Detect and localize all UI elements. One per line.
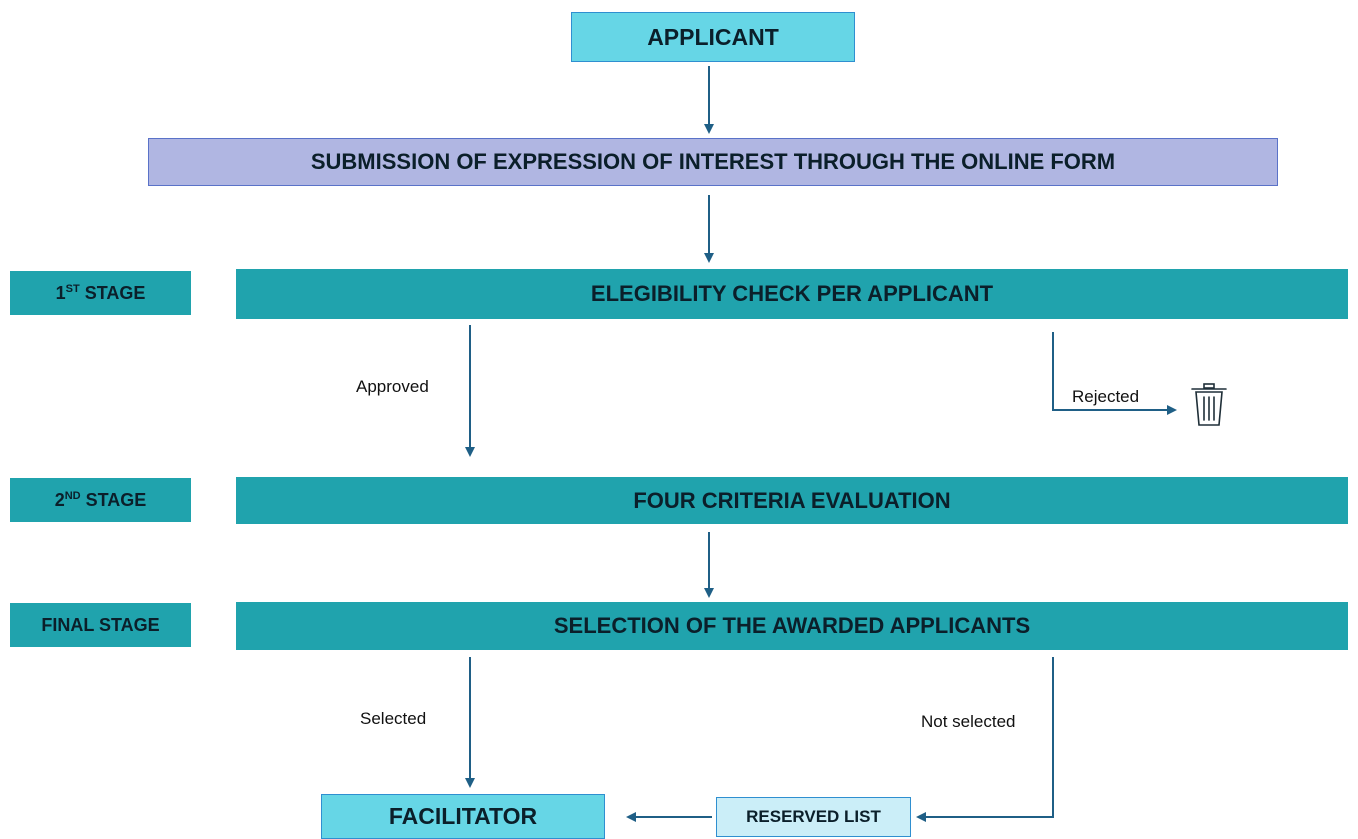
stage-2-label-box: 2ND STAGE <box>10 478 191 522</box>
selection-node: SELECTION OF THE AWARDED APPLICANTS <box>236 602 1348 650</box>
submission-node: SUBMISSION OF EXPRESSION OF INTEREST THR… <box>148 138 1278 186</box>
applicant-node: APPLICANT <box>571 12 855 62</box>
final-stage-label-box: FINAL STAGE <box>10 603 191 647</box>
approved-label: Approved <box>356 377 429 396</box>
stage-1-label-box: 1ST STAGE <box>10 271 191 315</box>
trash-icon <box>1188 382 1230 433</box>
stage-1-label: 1ST STAGE <box>55 282 146 303</box>
eligibility-check-label: ELEGIBILITY CHECK PER APPLICANT <box>590 281 994 306</box>
final-stage-label: FINAL STAGE <box>41 614 160 635</box>
reserved-list-node: RESERVED LIST <box>716 797 911 837</box>
reserved-list-label: RESERVED LIST <box>746 807 881 826</box>
submission-label: SUBMISSION OF EXPRESSION OF INTEREST THR… <box>310 149 1116 174</box>
selection-label: SELECTION OF THE AWARDED APPLICANTS <box>553 613 1031 638</box>
rejected-label: Rejected <box>1072 387 1140 406</box>
criteria-evaluation-label: FOUR CRITERIA EVALUATION <box>633 487 951 513</box>
facilitator-node: FACILITATOR <box>321 794 605 839</box>
not-selected-label: Not selected <box>921 712 1016 731</box>
criteria-evaluation-node: FOUR CRITERIA EVALUATION <box>236 477 1348 524</box>
arrow-not-selected <box>916 657 1054 822</box>
facilitator-label: FACILITATOR <box>388 803 538 829</box>
arrow-rejected <box>1052 332 1177 415</box>
selected-label: Selected <box>360 709 427 728</box>
eligibility-check-node: ELEGIBILITY CHECK PER APPLICANT <box>236 269 1348 319</box>
applicant-label: APPLICANT <box>647 23 779 50</box>
stage-2-label: 2ND STAGE <box>54 489 147 510</box>
